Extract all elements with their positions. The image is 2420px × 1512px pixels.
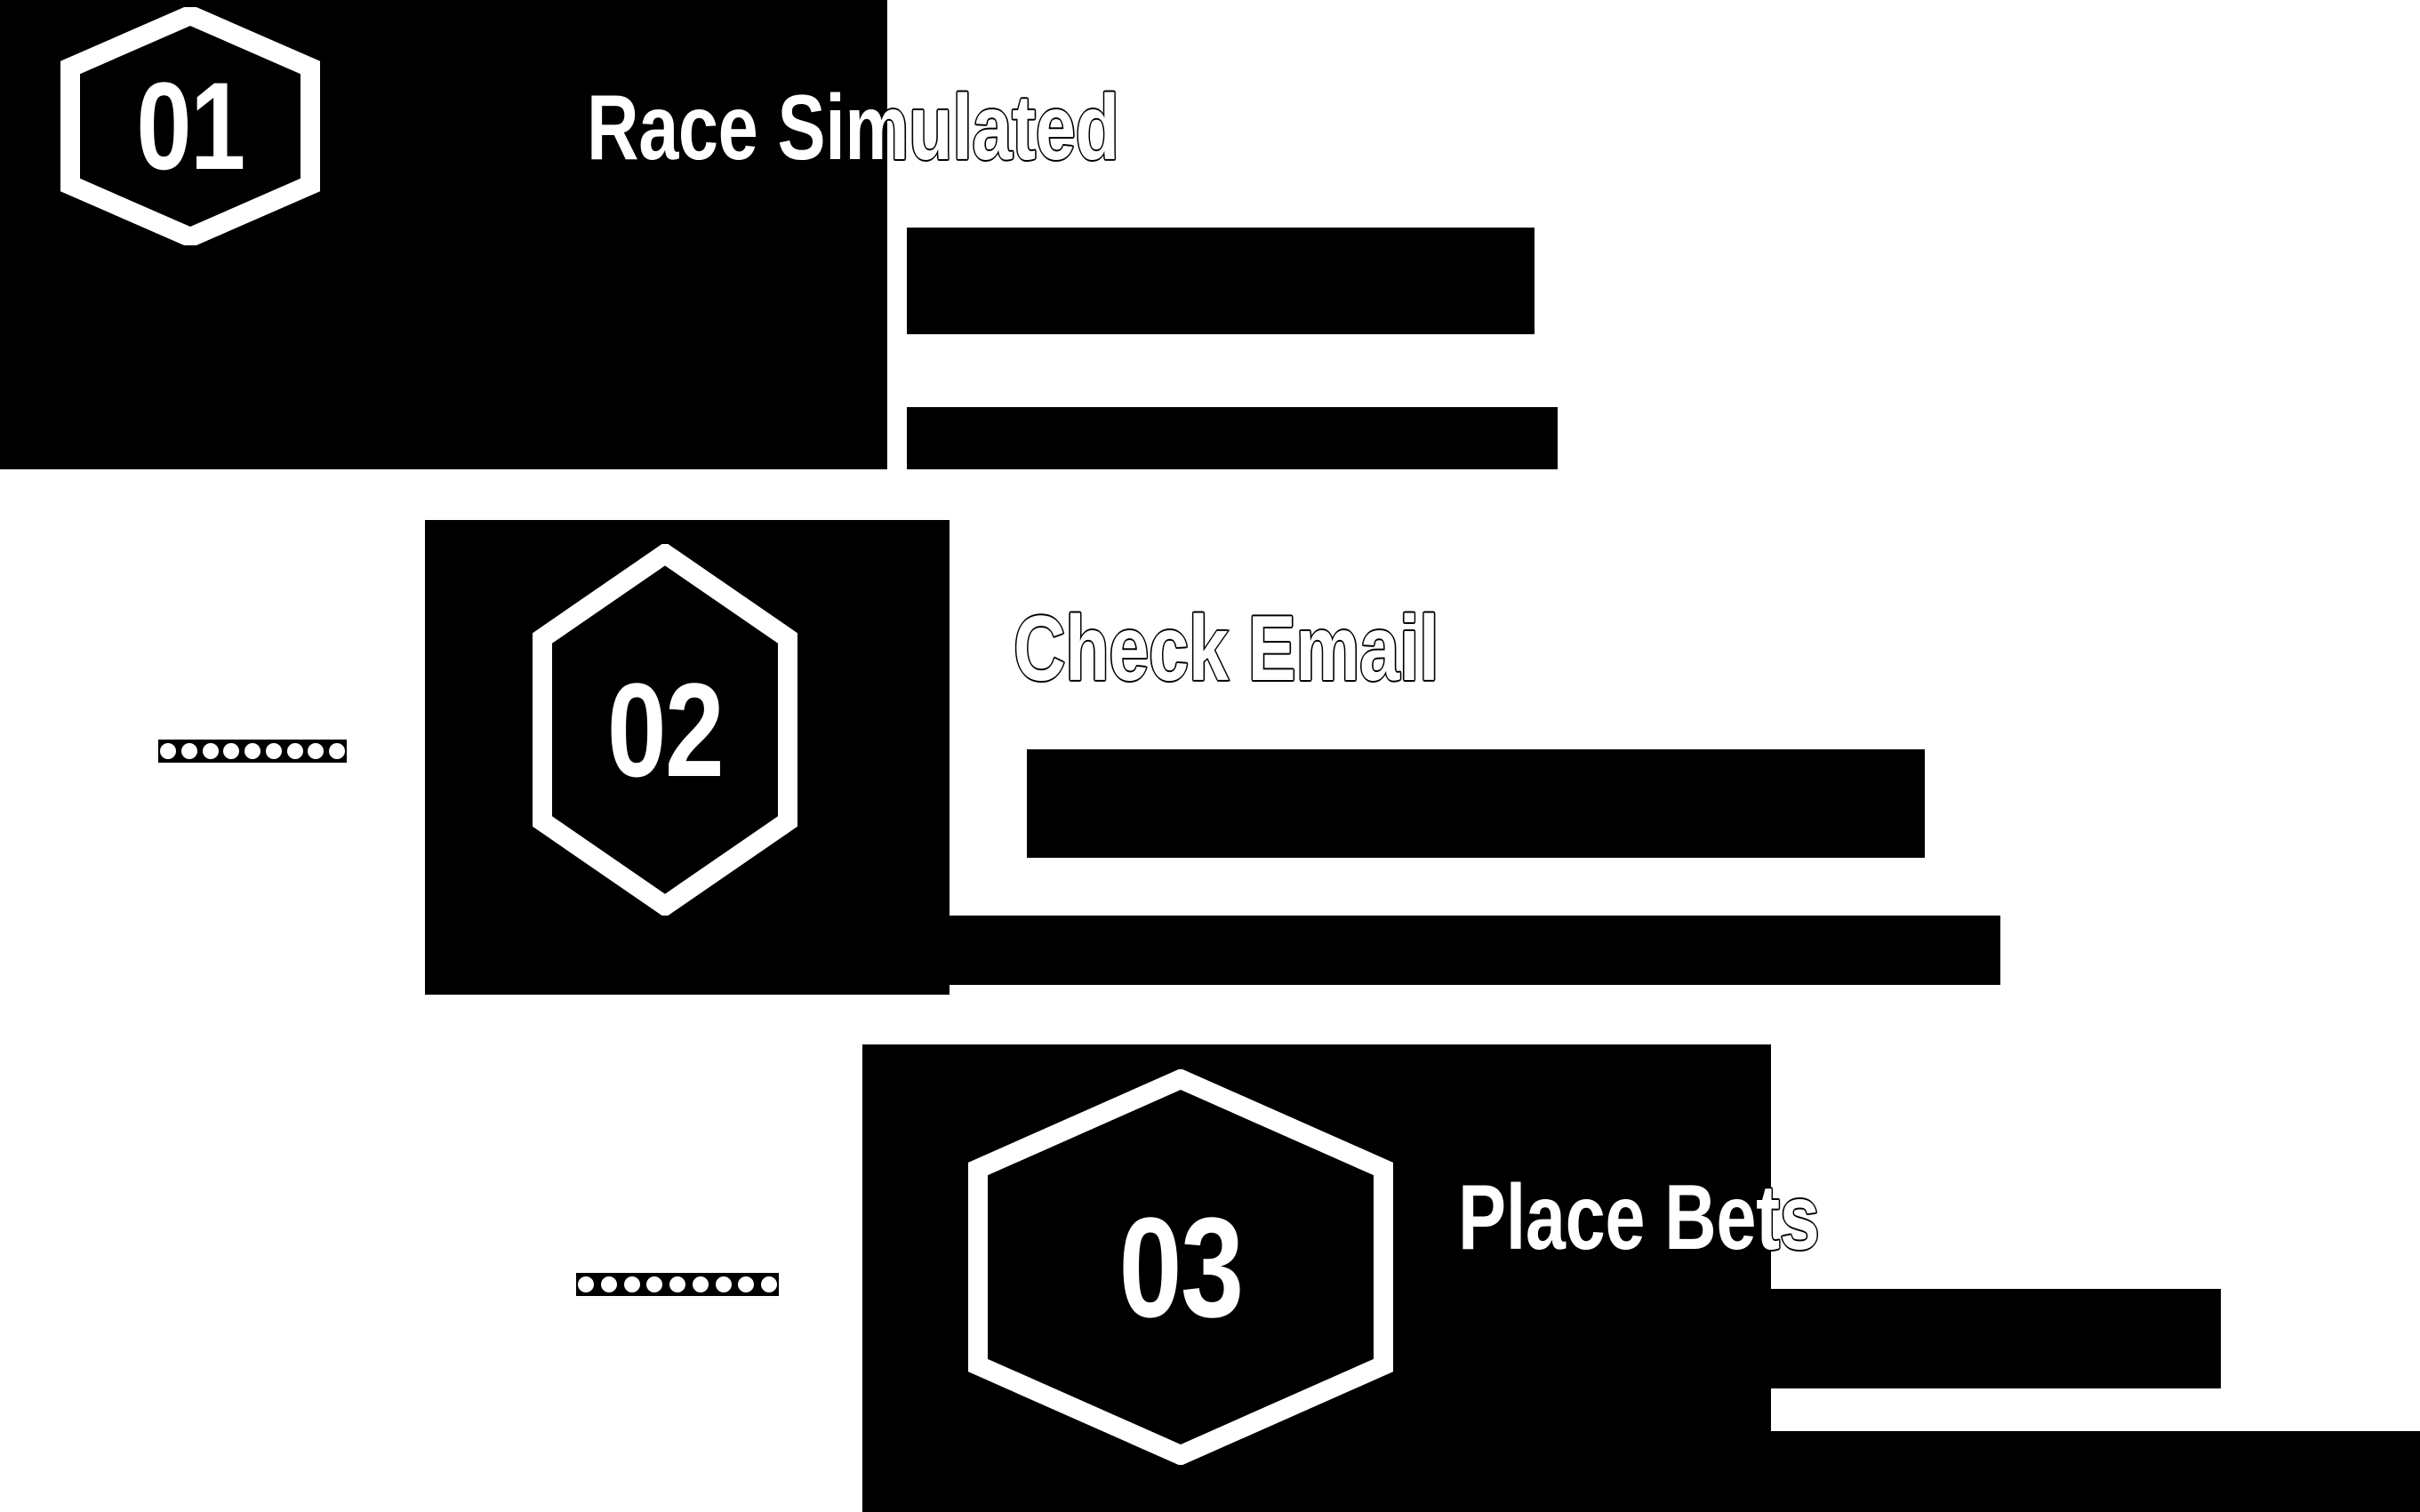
redacted-body-bar-02-a	[1027, 749, 1925, 858]
redacted-body-bar-01-b	[907, 407, 1558, 469]
connector-dot	[692, 1276, 709, 1292]
connector-dot	[160, 743, 176, 759]
hexagon-badge-02: 02	[532, 544, 798, 916]
connector-dot	[600, 1276, 617, 1292]
connector-dot	[761, 1276, 777, 1292]
connector-dot	[646, 1276, 663, 1292]
connector-dot	[180, 743, 197, 759]
connector-dot	[738, 1276, 755, 1292]
step-number-03: 03	[1118, 1187, 1244, 1347]
redacted-body-bar-01-a	[907, 228, 1535, 334]
connector-dot	[202, 743, 219, 759]
redacted-body-bar-02-b	[925, 916, 2000, 985]
connector-dot	[244, 743, 260, 759]
step-panel-background-03	[862, 1044, 1771, 1512]
redacted-body-bar-03-a	[1769, 1289, 2221, 1388]
step-panel-background-01	[0, 0, 887, 469]
step-number-02: 02	[606, 655, 725, 804]
connector-dot	[329, 743, 345, 759]
dotted-connector-03	[576, 1273, 779, 1296]
step-title-03: Place Bets	[1457, 1166, 1821, 1269]
connector-dot	[265, 743, 282, 759]
connector-dot	[578, 1276, 594, 1292]
hexagon-badge-01: 01	[60, 7, 320, 245]
hexagon-badge-03: 03	[967, 1069, 1394, 1465]
connector-dot	[623, 1276, 640, 1292]
dotted-connector-02	[158, 740, 347, 763]
connector-dot	[669, 1276, 685, 1292]
step-title-01: Race Simulated	[586, 76, 1120, 180]
step-number-01: 01	[136, 56, 245, 196]
connector-dot	[715, 1276, 732, 1292]
connector-dot	[308, 743, 325, 759]
step-title-02: Check Email	[1013, 597, 1440, 700]
step-panel-background-02	[425, 520, 950, 995]
connector-dot	[286, 743, 303, 759]
connector-dot	[223, 743, 240, 759]
redacted-body-bar-03-b	[1765, 1431, 2420, 1512]
